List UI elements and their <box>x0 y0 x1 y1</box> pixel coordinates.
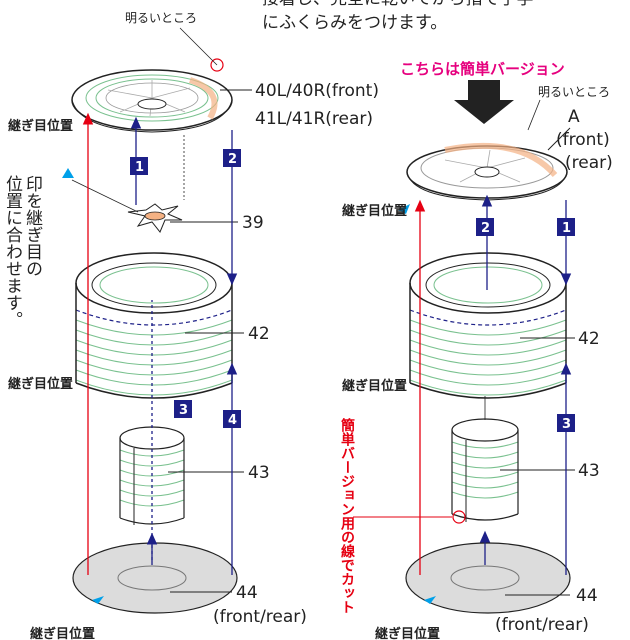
wheel-40-41 <box>71 69 233 133</box>
step-badge-2-left: 2 <box>223 149 241 167</box>
cyan-marker-39 <box>62 168 74 178</box>
seam-label-right-mid: 継ぎ目位置 <box>342 378 407 394</box>
svg-text:4: 4 <box>228 413 237 428</box>
part-40-label: 40L/40R(front) <box>255 81 379 101</box>
part-A-front: (front) <box>556 130 610 150</box>
base-44-left <box>72 542 238 614</box>
top-note-line2: にふくらみをつけます。 <box>262 13 447 33</box>
cut-marker <box>452 510 466 524</box>
step-badge-4-left: 4 <box>223 410 241 428</box>
vertical-note-col2: 位置に合わせます。 <box>2 175 23 328</box>
cyan-marker-A <box>398 204 410 214</box>
vertical-note-col1: 印を継ぎ目の <box>22 175 43 277</box>
tire-42-left <box>75 252 233 399</box>
part-44-label-right: 44 <box>576 586 598 606</box>
seam-label-right-top: 継ぎ目位置 <box>342 203 407 219</box>
part-39-label: 39 <box>242 213 264 233</box>
part-44-sub-left: (front/rear) <box>213 607 307 627</box>
wheel-A <box>406 142 568 201</box>
part-44-label-left: 44 <box>236 583 258 603</box>
part-42-label-right: 42 <box>578 329 600 349</box>
step-badge-1-left: 1 <box>130 157 148 175</box>
bright-area-label-left: 明るいところ <box>125 11 197 25</box>
big-down-arrow <box>454 80 514 124</box>
part-A-label: A <box>568 107 580 127</box>
step-badge-3-right: 3 <box>557 414 575 432</box>
step-badge-1-right: 1 <box>557 218 575 236</box>
core-43-right <box>451 418 519 522</box>
seam-label-left-top: 継ぎ目位置 <box>8 118 73 134</box>
part-39-star <box>127 203 183 233</box>
part-A-rear: (rear) <box>565 153 613 173</box>
part-43-label-left: 43 <box>248 463 270 483</box>
svg-text:1: 1 <box>135 160 144 175</box>
seam-label-left-bottom: 継ぎ目位置 <box>30 626 95 640</box>
part-43-label-right: 43 <box>578 461 600 481</box>
part-44-sub-right: (front/rear) <box>495 615 589 635</box>
cyan-marker-base-left <box>92 596 104 604</box>
step-badge-2-right: 2 <box>476 218 494 236</box>
top-note-line1: 接着し、完全に乾いてから指で手学 <box>262 0 534 9</box>
cyan-marker-base-right <box>424 596 436 604</box>
seam-label-right-bottom: 継ぎ目位置 <box>375 626 440 640</box>
bright-spot-marker-left <box>210 58 224 72</box>
svg-text:2: 2 <box>481 221 490 236</box>
tire-42-right <box>409 252 567 399</box>
simple-version-label: こちらは簡単バージョン <box>400 60 565 78</box>
svg-text:1: 1 <box>562 221 571 236</box>
svg-text:3: 3 <box>179 403 188 418</box>
part-41-label: 41L/41R(rear) <box>255 109 373 129</box>
svg-text:2: 2 <box>228 152 237 167</box>
cut-note-vertical: 簡単バージョン用の線でカット <box>339 417 355 614</box>
part-42-label-left: 42 <box>248 324 270 344</box>
bright-area-label-right: 明るいところ <box>538 85 610 99</box>
step-badge-3-left: 3 <box>174 400 192 418</box>
svg-text:3: 3 <box>562 417 571 432</box>
seam-label-left-mid: 継ぎ目位置 <box>8 376 73 392</box>
